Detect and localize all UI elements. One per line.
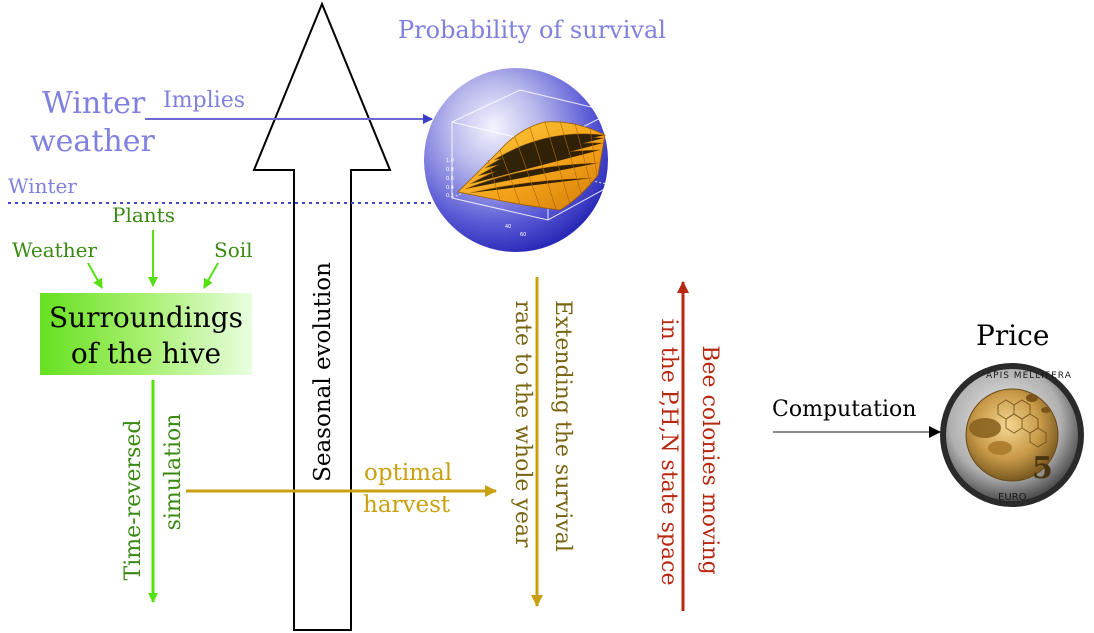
surroundings-box — [40, 293, 252, 375]
bee-colonies-label-line2: in the P,H,N state space — [656, 319, 681, 586]
bee-colonies-label-line1: Bee colonies moving — [697, 345, 722, 574]
coin-currency: EURO — [998, 492, 1027, 503]
coin-top-text: APIS MELLIFERA — [986, 371, 1072, 381]
survival-surface-plot-icon: 1.0 0.8 0.6 0.4 0.2 40 60 50 30 — [424, 68, 613, 252]
svg-text:1.0: 1.0 — [446, 158, 454, 164]
svg-text:0.4: 0.4 — [446, 185, 454, 191]
time-reversed-label-line2: simulation — [161, 414, 186, 531]
seasonal-evolution-label: Seasonal evolution — [310, 262, 336, 482]
computation-label: Computation — [772, 397, 916, 422]
extending-survival-label-line1: Extending the survival — [550, 300, 575, 552]
svg-text:0.2: 0.2 — [446, 193, 454, 199]
weather-arrow — [87, 262, 103, 289]
svg-text:40: 40 — [505, 224, 511, 230]
price-label: Price — [976, 319, 1049, 352]
soil-label: Soil — [214, 238, 253, 262]
winter-label: Winter — [8, 174, 77, 198]
svg-text:0.6: 0.6 — [446, 176, 454, 182]
svg-text:30: 30 — [590, 221, 596, 227]
winter-weather-label-line1: Winter — [42, 86, 146, 121]
implies-label: Implies — [163, 88, 245, 113]
coin-denomination: 5 — [1032, 451, 1053, 486]
surroundings-label-line2: of the hive — [71, 337, 221, 370]
time-reversed-label-line1: Time-reversed — [121, 420, 146, 581]
probability-title: Probability of survival — [398, 16, 666, 44]
svg-text:60: 60 — [520, 232, 526, 238]
optimal-harvest-label-line1: optimal — [364, 460, 452, 486]
svg-text:50: 50 — [600, 208, 606, 214]
optimal-harvest-label-line2: harvest — [363, 492, 451, 518]
extending-survival-label-line2: rate to the whole year — [510, 301, 535, 548]
weather-label: Weather — [12, 238, 97, 262]
soil-arrow — [203, 262, 219, 289]
seasonal-evolution-arrow — [252, 1, 392, 631]
surroundings-label-line1: Surroundings — [49, 301, 243, 334]
bee-coin-icon: 5 APIS MELLIFERA EURO — [940, 363, 1084, 507]
svg-text:0.8: 0.8 — [446, 167, 454, 173]
plants-label: Plants — [112, 203, 175, 227]
winter-weather-label-line2: weather — [30, 124, 155, 159]
